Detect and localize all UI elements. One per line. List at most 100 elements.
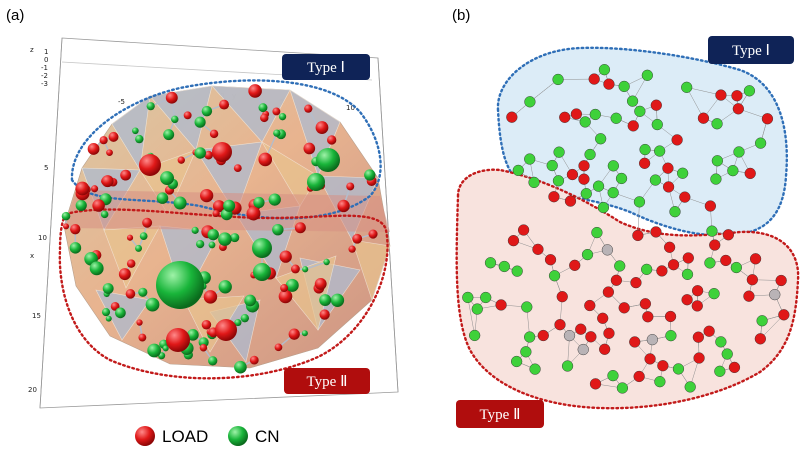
cn-sphere — [138, 287, 148, 297]
load-sphere — [209, 129, 219, 139]
cn-sphere — [364, 169, 376, 181]
load-node — [746, 274, 758, 286]
x-tick: 5 — [44, 164, 48, 172]
cn-sphere — [208, 241, 216, 249]
network-edge — [529, 79, 559, 103]
cn-node — [580, 188, 592, 200]
load-node — [566, 168, 579, 181]
cn-sphere — [244, 294, 257, 307]
cn-sphere — [208, 356, 218, 366]
cn-sphere — [323, 258, 330, 266]
cn-node — [649, 174, 662, 186]
other-node — [769, 289, 781, 301]
x-axis: 5 10 x 15 20 — [28, 164, 48, 394]
panel-b-label: (b) — [452, 7, 470, 24]
cn-sphere — [234, 319, 242, 327]
cn-sphere — [316, 148, 340, 172]
cn-node — [610, 112, 622, 124]
cn-node — [498, 260, 510, 273]
cn-node — [651, 118, 663, 131]
cn-sphere — [105, 315, 112, 322]
cn-node — [595, 133, 607, 145]
load-sphere — [212, 200, 225, 213]
load-node — [578, 160, 590, 172]
load-node — [588, 73, 600, 85]
cn-node — [584, 148, 596, 161]
z-tick: 1 — [44, 48, 48, 56]
cn-sphere — [145, 297, 160, 312]
load-node — [630, 277, 642, 289]
load-sphere — [101, 175, 114, 188]
other-node — [577, 343, 589, 356]
load-sphere — [70, 223, 81, 235]
load-sphere — [294, 222, 306, 234]
panel-a-type1-label: Type Ⅰ — [307, 60, 345, 76]
panel-a-type2-box: Type Ⅱ — [284, 368, 370, 394]
cn-sphere — [160, 171, 174, 186]
load-node — [671, 134, 683, 146]
network-nodes — [462, 64, 790, 394]
load-sphere — [201, 320, 212, 330]
load-node — [629, 336, 641, 348]
load-node — [633, 370, 645, 383]
cn-legend-swatch — [228, 426, 248, 446]
cn-sphere — [194, 116, 206, 128]
load-node — [632, 229, 644, 242]
load-sphere — [274, 343, 283, 352]
load-node — [644, 353, 656, 365]
load-node — [664, 310, 677, 323]
load-sphere — [126, 234, 134, 241]
other-node — [601, 244, 614, 256]
load-sphere — [279, 250, 292, 263]
x-tick: 10 — [38, 234, 47, 242]
cn-node — [727, 165, 739, 177]
sphere-nodes — [61, 84, 378, 374]
cn-sphere — [115, 307, 126, 319]
cn-node — [524, 96, 536, 108]
panel-b-type2-label: Type Ⅱ — [480, 407, 521, 423]
load-node — [556, 291, 568, 303]
load-node — [585, 331, 597, 343]
cn-sphere — [191, 226, 199, 234]
cn-sphere — [135, 134, 144, 144]
load-sphere — [319, 309, 330, 320]
load-sphere — [303, 142, 316, 155]
cn-node — [706, 225, 718, 237]
cn-node — [669, 206, 681, 218]
load-node — [663, 241, 676, 253]
panel-a-type2-label: Type Ⅱ — [307, 374, 348, 390]
load-sphere — [139, 154, 161, 176]
cn-node — [511, 355, 523, 368]
cn-sphere — [100, 210, 109, 219]
cn-node — [677, 167, 689, 179]
cn-node — [633, 196, 646, 208]
cn-sphere — [69, 242, 82, 254]
cn-node — [552, 175, 565, 187]
z-tick: -1 — [41, 64, 48, 72]
panel-a: (a) z 1 0 -1 -2 -3 -5 0 y 5 10 5 10 x — [6, 7, 399, 409]
load-sphere — [260, 113, 269, 123]
load-node — [537, 329, 549, 342]
load-sphere — [91, 185, 99, 193]
load-node — [720, 254, 732, 267]
cn-node — [710, 173, 722, 185]
cn-sphere — [258, 103, 268, 113]
load-sphere — [120, 169, 132, 181]
cn-sphere — [253, 196, 265, 209]
load-sphere — [304, 104, 313, 113]
cn-node — [548, 270, 561, 282]
load-node — [532, 243, 544, 255]
load-node — [589, 378, 602, 390]
cn-node — [681, 81, 693, 93]
cn-node — [521, 301, 533, 313]
x-tick: 15 — [32, 312, 41, 320]
y-tick: -5 — [118, 98, 125, 106]
load-node — [681, 294, 693, 306]
cn-sphere — [75, 199, 87, 212]
load-node — [697, 112, 710, 124]
load-node — [564, 195, 577, 207]
cn-node — [520, 346, 532, 358]
cn-node — [480, 291, 492, 304]
cn-node — [626, 95, 639, 107]
cn-sphere — [307, 173, 325, 191]
